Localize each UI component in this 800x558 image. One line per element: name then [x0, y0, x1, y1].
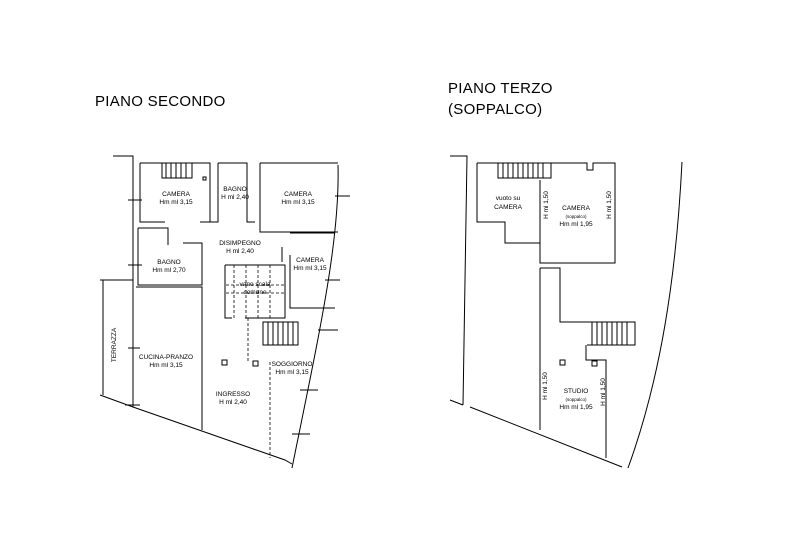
room-label: BAGNO — [223, 186, 246, 193]
room-height: H ml 2,40 — [221, 194, 249, 201]
room-label: SOGGIORNO — [272, 361, 313, 368]
room-height: H ml 2,40 — [219, 399, 247, 406]
room-height: Hm ml 1,95 — [559, 404, 593, 411]
room-note: (soppalco) — [565, 214, 587, 219]
room-label: CAMERA — [562, 205, 590, 212]
wall-height-label: H ml 1,50 — [606, 191, 613, 219]
room-label: BAGNO — [157, 259, 180, 266]
room-height: Hm ml 3,15 — [281, 199, 315, 206]
room-height: Hm ml 2,70 — [152, 267, 186, 274]
room-height: Hm ml 1,95 — [559, 221, 593, 228]
room-label: DISIMPEGNO — [219, 240, 261, 247]
room-label: CUCINA-PRANZO — [139, 354, 193, 361]
room-height: Hm ml 3,15 — [149, 362, 183, 369]
room-label: vano scala — [239, 281, 270, 288]
plan-title-second-floor: PIANO SECONDO — [95, 93, 226, 110]
wall-height-label: H ml 1,50 — [543, 191, 550, 219]
room-label: CAMERA — [296, 257, 324, 264]
third-floor-plan: vuoto su CAMERA CAMERA (soppalco) Hm ml … — [449, 155, 683, 469]
plan-title-third-floor: PIANO TERZO — [448, 80, 553, 97]
room-height: H ml 2,40 — [226, 248, 254, 255]
room-height: Hm ml 3,15 — [293, 265, 327, 272]
room-height: Hm ml 3,15 — [275, 369, 309, 376]
room-label: CAMERA — [162, 191, 190, 198]
room-label: CAMERA — [494, 204, 522, 211]
second-floor-plan: CAMERA Hm ml 3,15 BAGNO H ml 2,40 CAMERA… — [99, 155, 350, 469]
terrace-label: TERRAZZA — [111, 327, 118, 362]
room-label: INGRESSO — [216, 391, 250, 398]
plan-subtitle-third-floor: (SOPPALCO) — [448, 101, 543, 118]
room-label: STUDIO — [564, 388, 589, 395]
room-height: Hm ml 3,15 — [159, 199, 193, 206]
wall-height-label: H ml 1,50 — [542, 372, 549, 400]
room-label: vuoto su — [496, 195, 521, 202]
room-height: comune — [243, 289, 267, 296]
wall-height-label: H ml 1,50 — [600, 378, 607, 406]
room-label: CAMERA — [284, 191, 312, 198]
room-note: (soppalco) — [565, 397, 587, 402]
